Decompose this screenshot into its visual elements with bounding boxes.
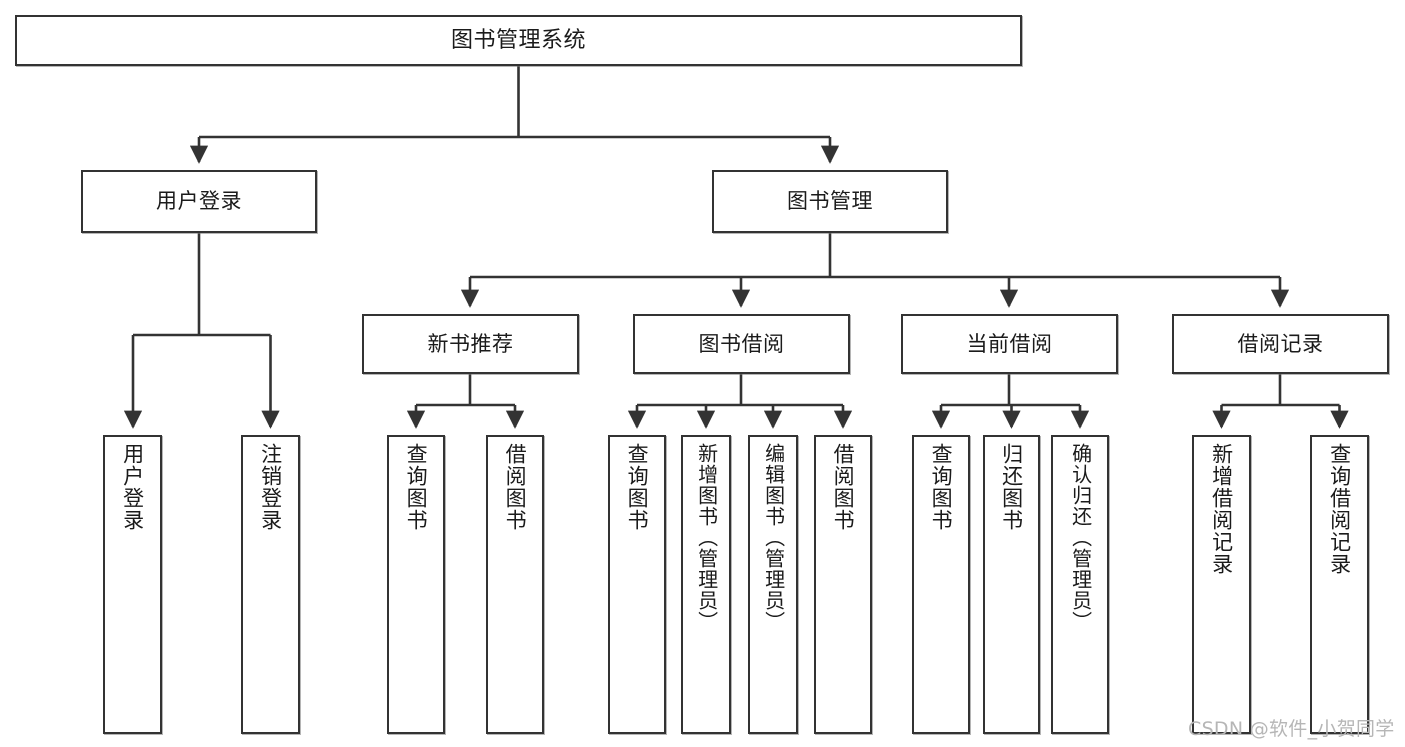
leaf-return-book[interactable]: 归还图书 [983, 435, 1040, 734]
leaf-add-book-admin-label: 新增图书（管理员） [694, 443, 719, 632]
leaf-edit-book-admin-label: 编辑图书（管理员） [761, 443, 786, 632]
node-new-book-recommend[interactable]: 新书推荐 [362, 314, 579, 374]
leaf-user-login-label: 用户登录 [120, 443, 145, 531]
node-root-label: 图书管理系统 [450, 27, 586, 53]
csdn-watermark: CSDN @软件_小贺同学 [1188, 718, 1395, 740]
leaf-query-book-borrow-label: 查询图书 [625, 443, 650, 531]
leaf-add-borrow-record[interactable]: 新增借阅记录 [1192, 435, 1251, 734]
leaf-add-borrow-record-label: 新增借阅记录 [1209, 443, 1234, 575]
leaf-borrow-book-recommend[interactable]: 借阅图书 [486, 435, 544, 734]
leaf-query-book-recommend[interactable]: 查询图书 [387, 435, 445, 734]
node-current-borrow[interactable]: 当前借阅 [901, 314, 1118, 374]
leaf-borrow-book[interactable]: 借阅图书 [814, 435, 872, 734]
leaf-logout[interactable]: 注销登录 [241, 435, 300, 734]
node-new-book-recommend-label: 新书推荐 [427, 331, 514, 356]
leaf-confirm-return-admin-label: 确认归还（管理员） [1068, 443, 1093, 632]
node-borrow-record[interactable]: 借阅记录 [1172, 314, 1389, 374]
node-root[interactable]: 图书管理系统 [15, 15, 1022, 66]
leaf-query-book-current[interactable]: 查询图书 [912, 435, 970, 734]
node-book-management[interactable]: 图书管理 [712, 170, 948, 233]
leaf-query-book-recommend-label: 查询图书 [404, 443, 429, 531]
node-book-borrow[interactable]: 图书借阅 [633, 314, 850, 374]
node-current-borrow-label: 当前借阅 [966, 331, 1053, 356]
leaf-return-book-label: 归还图书 [999, 443, 1024, 531]
node-book-management-label: 图书管理 [787, 189, 873, 214]
leaf-query-borrow-record-label: 查询借阅记录 [1327, 443, 1352, 575]
leaf-borrow-book-label: 借阅图书 [831, 443, 856, 531]
leaf-add-book-admin[interactable]: 新增图书（管理员） [681, 435, 731, 734]
node-user-login-label: 用户登录 [156, 189, 242, 214]
leaf-query-book-borrow[interactable]: 查询图书 [608, 435, 666, 734]
leaf-query-book-current-label: 查询图书 [929, 443, 954, 531]
leaf-confirm-return-admin[interactable]: 确认归还（管理员） [1051, 435, 1109, 734]
leaf-edit-book-admin[interactable]: 编辑图书（管理员） [748, 435, 798, 734]
leaf-borrow-book-recommend-label: 借阅图书 [503, 443, 528, 531]
node-borrow-record-label: 借阅记录 [1237, 331, 1324, 356]
leaf-query-borrow-record[interactable]: 查询借阅记录 [1310, 435, 1369, 734]
node-book-borrow-label: 图书借阅 [698, 331, 785, 356]
leaf-user-login[interactable]: 用户登录 [103, 435, 162, 734]
node-user-login[interactable]: 用户登录 [81, 170, 317, 233]
leaf-logout-label: 注销登录 [258, 443, 283, 531]
